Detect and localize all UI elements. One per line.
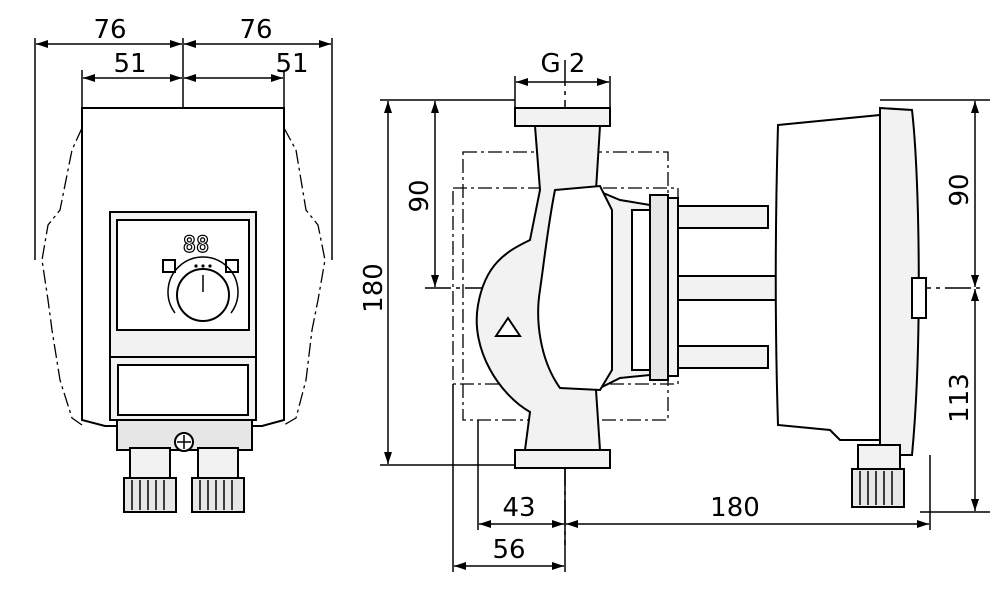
dim-label-43: 43: [502, 493, 535, 523]
dim-label-51-left: 51: [113, 49, 146, 79]
dim-label-76-right: 76: [239, 15, 272, 45]
dim-label-thread: G 2: [541, 49, 586, 79]
control-knob: [176, 268, 230, 322]
front-view: 76 76 51 51 88: [34, 15, 333, 513]
cable-gland-right: [197, 447, 239, 479]
hidden-outline-left: [41, 127, 83, 426]
side-cable-gland: [857, 444, 901, 470]
hidden-outline-right: [283, 127, 326, 426]
mode-right-icon: [225, 259, 239, 273]
tie-rod-bottom: [677, 345, 769, 369]
display-digits: 88: [183, 233, 210, 258]
dim-label-180-length: 180: [710, 493, 760, 523]
dim-label-56: 56: [492, 535, 525, 565]
flow-arrow-icon: [494, 316, 522, 337]
bottom-flange: [514, 449, 611, 469]
dim-label-90-left: 90: [405, 179, 435, 212]
dim-label-180-height: 180: [359, 263, 389, 313]
dim-label-90-right: 90: [945, 173, 975, 206]
tie-rod-middle: [677, 275, 789, 301]
cable-gland-left: [129, 447, 171, 479]
side-view: G 2 180 90 90 113 43 180 56: [359, 49, 990, 572]
motor-flange: [649, 194, 669, 381]
dim-label-113-right: 113: [945, 373, 975, 423]
knob-scale-arc: [167, 256, 239, 314]
top-flange: [514, 107, 611, 127]
dim-label-76-left: 76: [93, 15, 126, 45]
mode-left-icon: [162, 259, 176, 273]
volute-inner: [537, 184, 613, 392]
tie-rod-top: [677, 205, 769, 229]
dim-label-51-right: 51: [275, 49, 308, 79]
speed-dots: [194, 264, 198, 268]
motor-can: [774, 113, 881, 441]
